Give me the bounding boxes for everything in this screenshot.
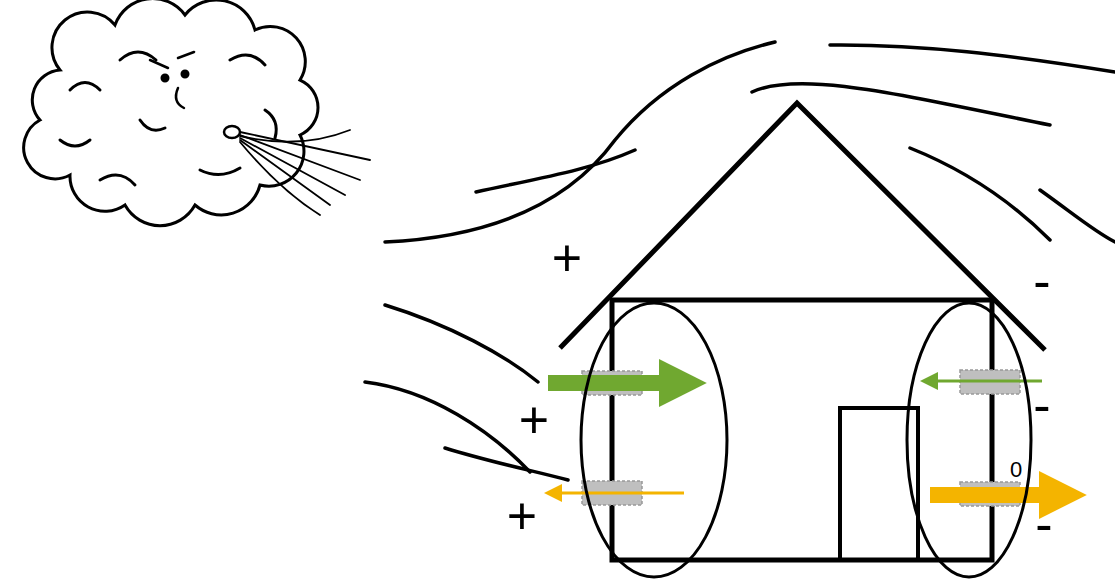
pressure-zero: 0 (1010, 459, 1022, 481)
wind-cloud (24, 0, 370, 226)
pressure-sign: + (552, 232, 582, 284)
airflow-lines (365, 42, 1115, 480)
pressure-sign: + (519, 394, 549, 446)
zone-ellipses (581, 303, 1031, 577)
pressure-sign: - (1033, 379, 1050, 431)
pressure-sign: - (1035, 498, 1052, 550)
pressure-sign: + (507, 490, 537, 542)
flow-arrows (548, 381, 1058, 495)
pressure-sign: - (1033, 255, 1050, 307)
